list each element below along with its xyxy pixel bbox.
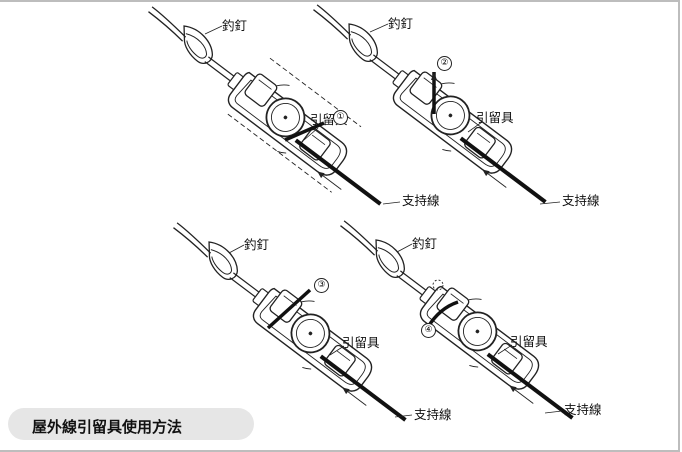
clamp-label-2: 引留具: [476, 110, 514, 125]
step-marker-1: ①: [333, 110, 348, 125]
support-wire-label-4: 支持線: [564, 402, 602, 417]
title-banner: 屋外線引留具使用方法: [8, 408, 254, 440]
clamp-label-3: 引留具: [342, 335, 380, 350]
step-marker-4: ④: [421, 323, 436, 338]
step-marker-2: ②: [437, 56, 452, 71]
clamp-label-4: 引留具: [510, 334, 548, 349]
step-marker-3: ③: [314, 278, 329, 293]
support-wire-label-2: 支持線: [562, 193, 600, 208]
support-wire-label-3: 支持線: [414, 407, 452, 422]
page-title: 屋外線引留具使用方法: [32, 418, 183, 436]
nail-label-3: 釣釘: [244, 237, 270, 252]
nail-label-1: 釣釘: [222, 18, 248, 33]
nail-label-2: 釣釘: [388, 16, 414, 31]
support-wire-label-1: 支持線: [402, 193, 440, 208]
nail-label-4: 釣釘: [412, 236, 438, 251]
